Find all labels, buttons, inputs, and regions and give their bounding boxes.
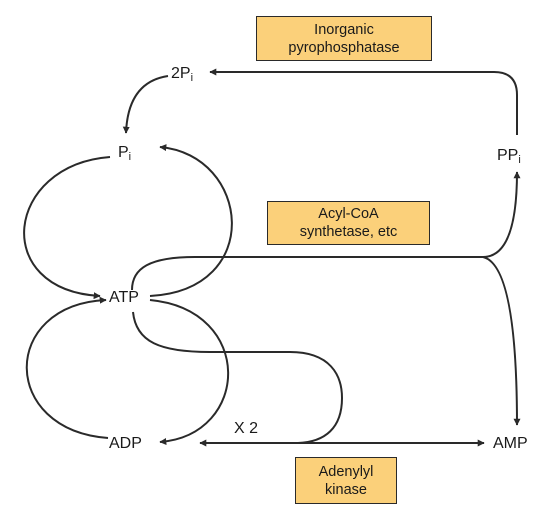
enzyme-label-line1: Acyl-CoA [318,206,379,222]
arrow-pi-to-atp [23,156,111,300]
node-atp: ATP [109,289,139,306]
stoichiometry-x2: X 2 [234,420,259,437]
adenylyl-kinase-box: Adenylyl kinase [295,457,397,504]
arrow-atp-to-adp [149,299,230,445]
node-adp: ADP [109,435,142,452]
enzyme-label-line1: Adenylyl [318,463,374,480]
node-2pi: 2Pi [171,65,194,84]
arc-adenylyl-kinase-atp [132,311,344,444]
arrow-2pi-to-pi [122,75,169,134]
arrow-to-amp [482,256,521,426]
enzyme-label-line2: synthetase, etc [299,224,398,240]
enzyme-label-line2: pyrophosphatase [288,39,400,56]
node-amp: AMP [493,435,528,452]
arrow-atp-to-pi [149,144,233,297]
arrow-to-ppi [482,171,521,258]
acyl-coa-synthetase-box: Acyl-CoA synthetase, etc [267,201,430,245]
enzyme-label-line2: kinase [325,481,367,498]
arrow-ppi-to-2pi [209,68,518,135]
arc-acyl-coa-atp [131,256,483,291]
arrow-adp-to-atp [25,296,109,439]
enzyme-label-line1: Inorganic [314,21,374,38]
node-ppi: PPi [497,147,521,166]
node-pi: Pi [118,144,132,163]
inorganic-pyrophosphatase-box: Inorganic pyrophosphatase [256,16,432,61]
